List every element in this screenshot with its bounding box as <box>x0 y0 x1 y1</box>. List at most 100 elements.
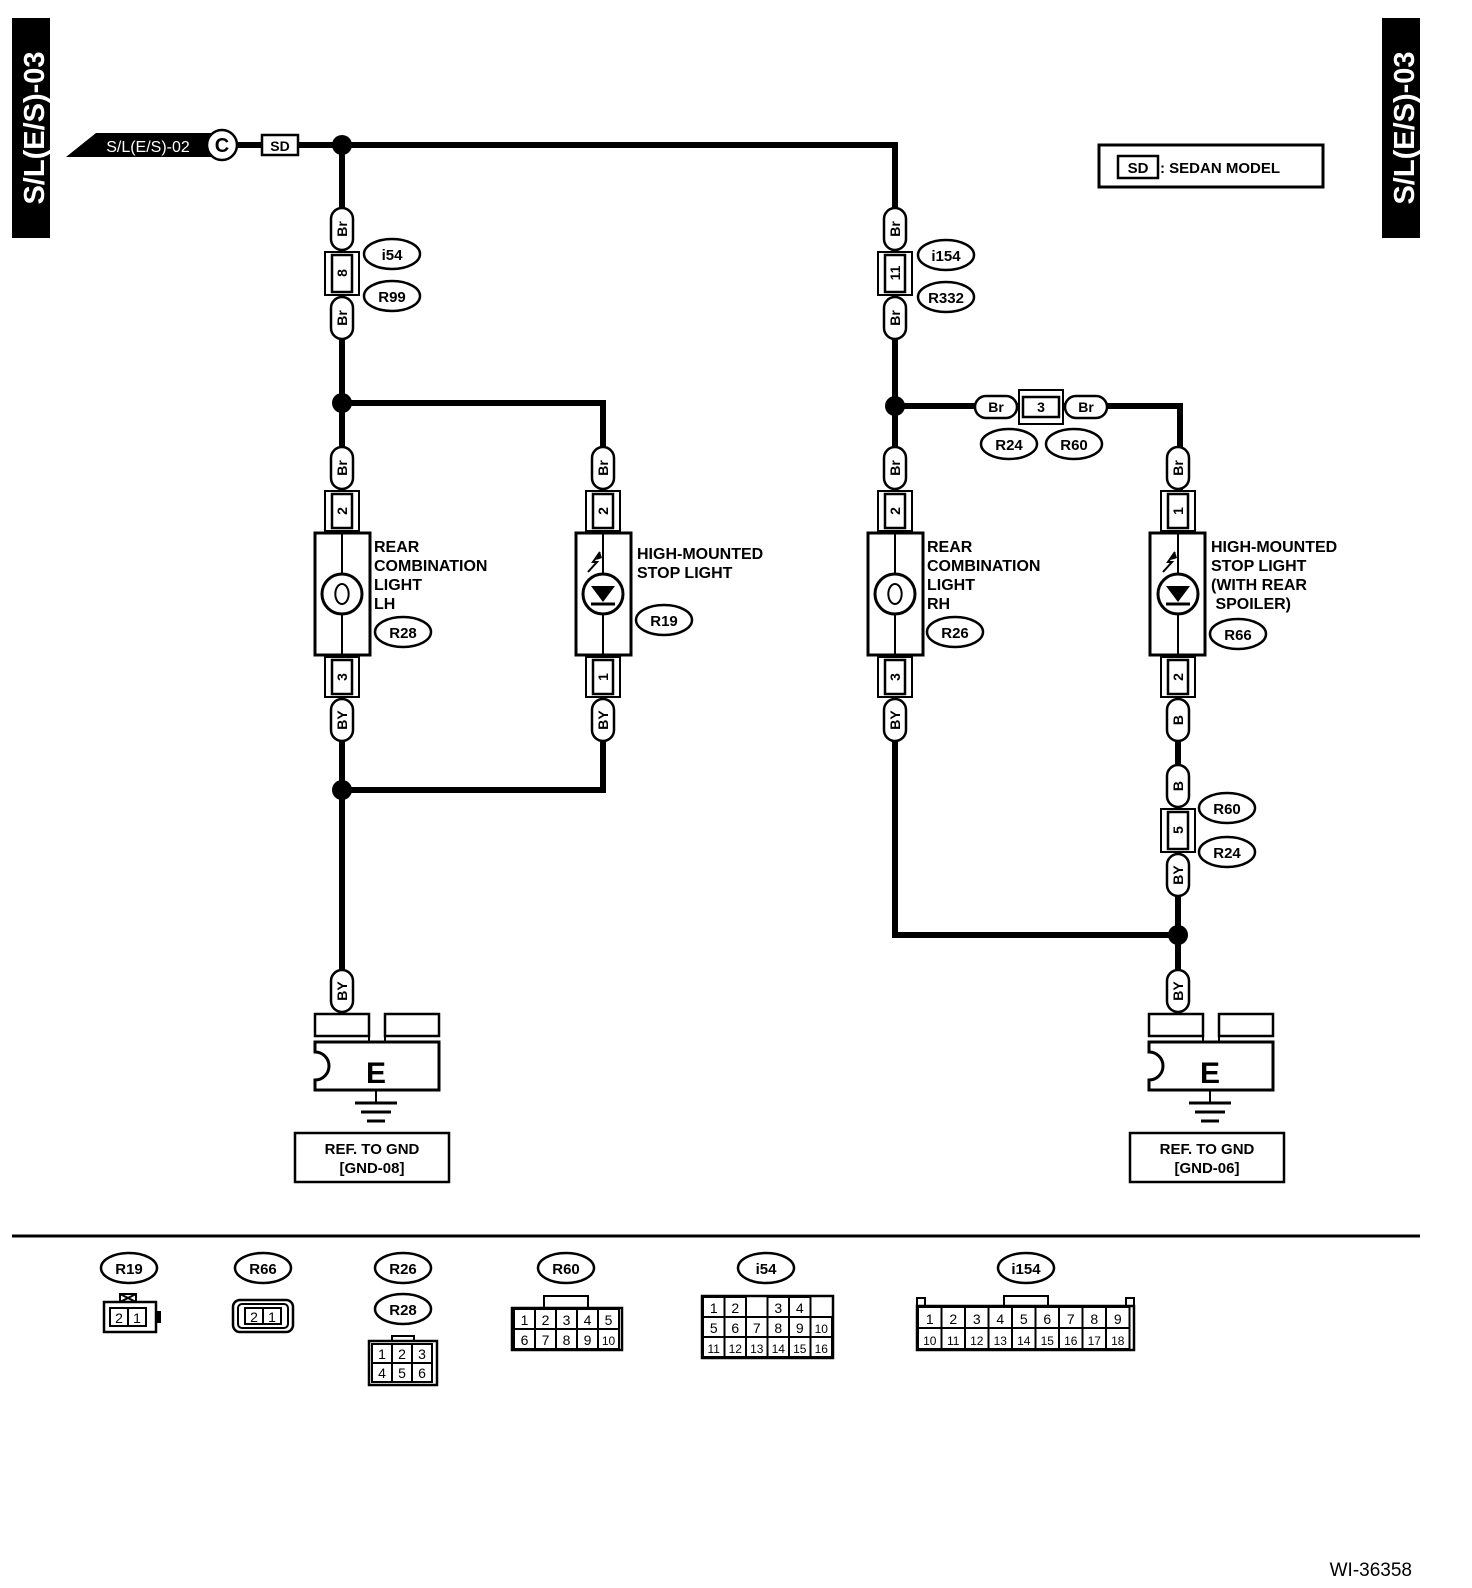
wire-color: BY <box>334 981 350 1001</box>
splice-points <box>332 135 1188 945</box>
pin-number: 2 <box>334 507 350 515</box>
wire-color: Br <box>334 460 350 476</box>
pin-label: 9 <box>796 1320 804 1336</box>
pin-label: 14 <box>1017 1334 1031 1348</box>
component-label-line: LIGHT <box>374 577 422 594</box>
pin-label: 13 <box>994 1334 1008 1348</box>
input-ref-tag: SD <box>270 138 289 154</box>
pin-number: 2 <box>1170 673 1186 681</box>
pin-label: 14 <box>772 1342 786 1356</box>
pin-label: 8 <box>774 1320 782 1336</box>
connector-tag: i54 <box>382 247 404 264</box>
component-label-line: RH <box>927 596 950 613</box>
pin-label: 5 <box>710 1320 718 1336</box>
pin-label: 1 <box>710 1300 718 1316</box>
pin-label: 6 <box>521 1332 529 1348</box>
pin-label: 5 <box>605 1312 613 1328</box>
wire-color: Br <box>887 221 903 237</box>
connector-face-r19: R19 2 1 <box>99 1251 161 1334</box>
pin-cell <box>1105 1327 1131 1350</box>
connector-tag: R60 <box>552 1261 580 1278</box>
component-label-line: SPOILER) <box>1211 596 1291 613</box>
pin-label: 16 <box>815 1342 829 1356</box>
pin-label: 4 <box>796 1300 804 1316</box>
connector-tag: R60 <box>1060 437 1088 454</box>
pin-label: 15 <box>1041 1334 1055 1348</box>
legend-text: : SEDAN MODEL <box>1160 160 1280 177</box>
pin-label: 8 <box>1090 1311 1098 1327</box>
ground-left: BY E REF. TO GND [GND-08] <box>293 968 451 1184</box>
pin-label: 7 <box>1067 1311 1075 1327</box>
pin-label: 1 <box>133 1310 141 1326</box>
pin-label: 7 <box>753 1320 761 1336</box>
rear-combination-light-lh: Br 2 3 BY REAR COMBINATION LIGHT LH R28 <box>313 445 487 743</box>
component-label-line: (WITH REAR <box>1211 577 1307 594</box>
connector-tag: R28 <box>389 1302 417 1319</box>
figure-id: WI-36358 <box>1330 1560 1412 1581</box>
component-label-line: REAR <box>927 539 973 556</box>
page-code-tab-right: S/L(E/S)-03 <box>1382 18 1421 238</box>
pin-label: 10 <box>815 1322 829 1336</box>
pin-label: 16 <box>1064 1334 1078 1348</box>
pin-label: 3 <box>418 1346 426 1362</box>
wire-color: BY <box>595 710 611 730</box>
connector-tag: R19 <box>115 1261 143 1278</box>
pin-label: 2 <box>250 1309 258 1325</box>
ground-right: BY E REF. TO GND [GND-06] <box>1128 968 1286 1184</box>
wire-color: Br <box>334 310 350 326</box>
wire-color: BY <box>887 710 903 730</box>
pin-number: 3 <box>1037 399 1045 415</box>
pin-label: 18 <box>1111 1334 1125 1348</box>
pin-number: 1 <box>1170 507 1186 515</box>
pin-number: 3 <box>887 673 903 681</box>
component-label-line: STOP LIGHT <box>637 565 733 582</box>
pin-label: 1 <box>268 1309 276 1325</box>
pin-label: 1 <box>521 1312 529 1328</box>
wire-color: Br <box>887 310 903 326</box>
pin-label: 12 <box>729 1342 743 1356</box>
junction-r60-r24-bottom: B 5 BY R60 R24 <box>1160 763 1257 898</box>
pin-number: 2 <box>595 507 611 515</box>
pin-label: 9 <box>1114 1311 1122 1327</box>
junction-i54-r99: Br 8 Br i54 R99 <box>324 206 422 341</box>
page-code-right: S/L(E/S)-03 <box>1389 51 1421 204</box>
ground-ref-line: REF. TO GND <box>1160 1141 1255 1158</box>
pin-label: 17 <box>1088 1334 1102 1348</box>
pin-grid <box>371 1343 433 1383</box>
legend-tag: SD <box>1128 160 1149 177</box>
pin-label: 4 <box>378 1365 386 1381</box>
pin-label: 8 <box>563 1332 571 1348</box>
connector-tag: i54 <box>756 1261 778 1278</box>
wire-color: Br <box>334 221 350 237</box>
ground-ref-line: [GND-08] <box>339 1160 404 1177</box>
pin-label: 2 <box>115 1310 123 1326</box>
input-ref: S/L(E/S)-02 C SD <box>66 128 300 162</box>
page-code-left: S/L(E/S)-03 <box>19 51 51 204</box>
component-label-line: COMBINATION <box>927 558 1040 575</box>
wires <box>298 142 1183 1012</box>
component-label-line: LIGHT <box>927 577 975 594</box>
pin-label: 6 <box>731 1320 739 1336</box>
wire-color: B <box>1170 781 1186 791</box>
connector-tag: R26 <box>389 1261 417 1278</box>
pin-label: 6 <box>1043 1311 1051 1327</box>
component-label-line: REAR <box>374 539 420 556</box>
wire-color: Br <box>1078 399 1094 415</box>
component-label-line: HIGH-MOUNTED <box>637 546 763 563</box>
pin-label: 10 <box>602 1334 616 1348</box>
ground-ref-line: [GND-06] <box>1174 1160 1239 1177</box>
ground-symbol-text: E <box>366 1057 386 1090</box>
pin-label: 5 <box>398 1365 406 1381</box>
connector-face-r66: R66 2 1 <box>231 1251 295 1334</box>
wire-color: Br <box>988 399 1004 415</box>
pin-label: 2 <box>398 1346 406 1362</box>
pin-label: 2 <box>949 1311 957 1327</box>
pin-label: 7 <box>542 1332 550 1348</box>
pin-label: 2 <box>542 1312 550 1328</box>
